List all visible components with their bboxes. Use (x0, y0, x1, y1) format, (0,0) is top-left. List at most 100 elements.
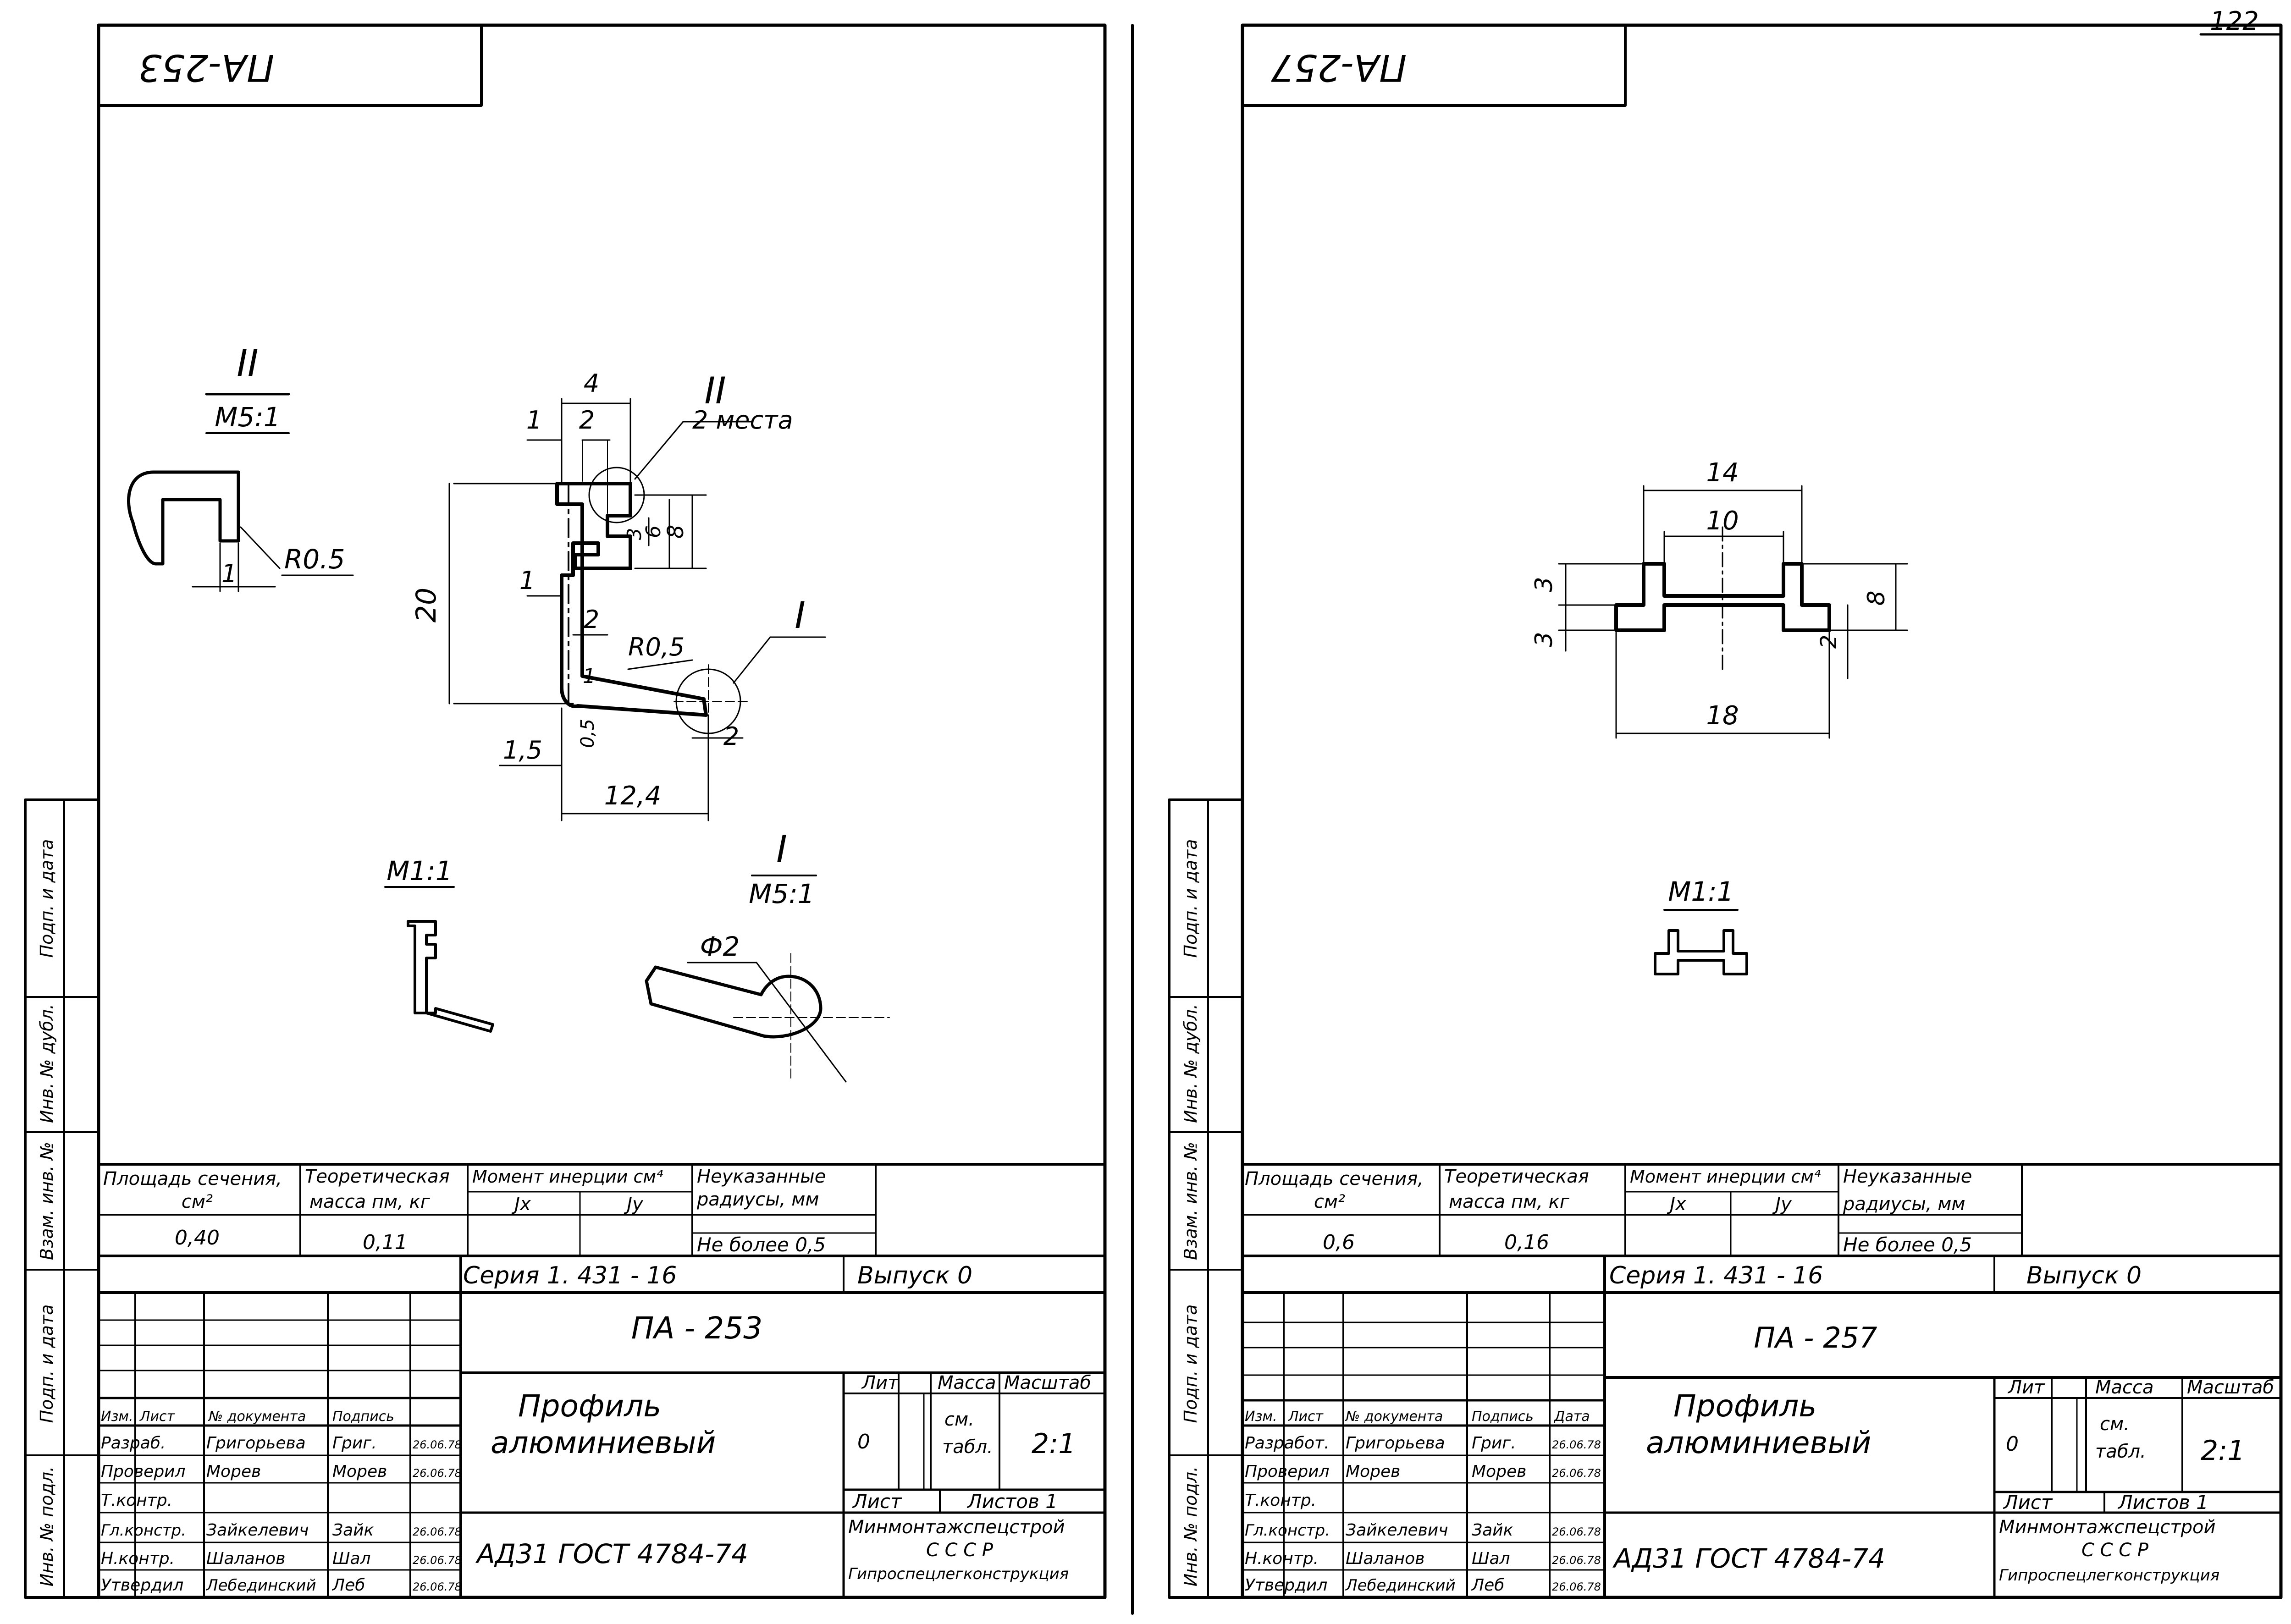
left-row-sign: Шал (332, 1549, 371, 1568)
dim-2: 2 (579, 406, 595, 435)
right-h-area: Площадь сечения, (1245, 1168, 1424, 1189)
left-title-block: Серия 1. 431 - 16 Выпуск 0 ПА - 253 Проф… (97, 1255, 1106, 1599)
right-title-block: Серия 1. 431 - 16 Выпуск 0 ПА - 257 Проф… (1241, 1255, 2282, 1599)
right-side-label-podp-data-1: Подп. и дата (1181, 839, 1201, 958)
left-sign-rows: Разраб. Григорьева Григ. 26.06.78 Провер… (101, 1434, 462, 1595)
left-sheet: ПА-253 Подп. и дата Инв. № дубл. Взам. и… (24, 23, 1107, 1599)
right-sheets: Листов 1 (2117, 1491, 2208, 1514)
dim-8-right: 8 (1863, 590, 1890, 606)
right-col-izm: Изм. (1245, 1409, 1277, 1425)
right-row-date: 26.06.78 (1552, 1438, 1601, 1451)
right-row-date: 26.06.78 (1552, 1467, 1601, 1480)
side-label-podp-data-1: Подп. и дата (37, 839, 57, 958)
left-row-name: Григорьева (206, 1434, 306, 1453)
right-h-radii2: радиусы, мм (1843, 1194, 1965, 1215)
left-row-name: Лебединский (205, 1576, 316, 1595)
right-sheet: Лист (2003, 1491, 2053, 1514)
right-h-mass: Теоретическая (1444, 1166, 1589, 1187)
left-row-date: 26.06.78 (413, 1580, 462, 1593)
right-lit: Лит (2007, 1377, 2045, 1398)
left-lit-val: 0 (857, 1430, 870, 1453)
right-side-label-podp-data-2: Подп. и дата (1181, 1305, 1201, 1423)
left-row-role: Разраб. (101, 1434, 166, 1453)
dim-3b: 3 (1530, 632, 1558, 647)
right-row-name: Шаланов (1346, 1549, 1424, 1568)
left-scale-val: 2:1 (1032, 1428, 1076, 1460)
left-detail-i: I М5:1 Ф2 (645, 828, 890, 1083)
left-series: Серия 1. 431 - 16 (463, 1262, 677, 1289)
right-h-area-unit: см² (1314, 1191, 1345, 1212)
right-side-strip: Подп. и дата Инв. № дубл. Взам. инв. № П… (1168, 798, 1244, 1599)
right-masshtab: Масштаб (2187, 1377, 2274, 1398)
right-row-sign: Морев (1472, 1462, 1526, 1481)
left-row-name: Шаланов (206, 1549, 285, 1568)
right-row-name: Лебединский (1345, 1576, 1456, 1595)
right-row-sign: Зайк (1472, 1521, 1513, 1540)
right-h-jx: Jx (1667, 1194, 1686, 1215)
left-side-strip: Подп. и дата Инв. № дубл. Взам. инв. № П… (24, 798, 100, 1599)
left-h-radii2: радиусы, мм (696, 1189, 819, 1210)
right-v-area: 0,6 (1323, 1231, 1355, 1254)
detail-ii-scale: М5:1 (215, 402, 280, 433)
right-v-radii: Не более 0,5 (1843, 1233, 1972, 1256)
dim-05: 0,5 (577, 719, 598, 748)
dim-3a: 3 (1530, 577, 1558, 592)
right-massa: Масса (2095, 1377, 2154, 1398)
detail-ii-dim: 1 (221, 559, 237, 588)
dim-2c: 2 (723, 722, 739, 751)
side-label-inv-dubl: Инв. № дубл. (37, 1004, 57, 1123)
right-col-doc: № документа (1345, 1409, 1443, 1425)
detail-i-scale: М5:1 (749, 878, 814, 909)
callout-i: I (795, 594, 806, 637)
right-lit-val: 0 (2006, 1432, 2019, 1456)
callout-ii: II (704, 369, 726, 412)
left-row-name: Морев (206, 1462, 261, 1481)
right-massa-val2: табл. (2095, 1441, 2146, 1462)
dim-1: 1 (526, 406, 542, 435)
right-h-jy: Jy (1772, 1194, 1792, 1215)
dim-20: 20 (410, 588, 442, 622)
right-series: Серия 1. 431 - 16 (1609, 1262, 1823, 1289)
left-massa-val2: табл. (942, 1437, 993, 1458)
right-small-scale: М1:1 (1668, 876, 1733, 907)
left-main-profile: II 2 места I 20 4 1 2 (410, 369, 826, 821)
right-org2: С С С Р (2081, 1540, 2149, 1561)
left-h-mass: Теоретическая (305, 1166, 450, 1187)
left-h-area: Площадь сечения, (103, 1168, 282, 1189)
detail-i-title: I (776, 828, 787, 870)
right-properties-table: Площадь сечения, см² Теоретическая масса… (1241, 1163, 2282, 1257)
right-small-profile: М1:1 (1654, 876, 1748, 975)
left-lit: Лит (861, 1372, 899, 1393)
left-row-sign: Григ. (332, 1434, 377, 1453)
left-h-area-unit: см² (182, 1191, 213, 1212)
detail-ii-radius: R0.5 (284, 544, 345, 575)
right-org1: Минмонтажспецстрой (1999, 1517, 2215, 1538)
side-label-inv-podl: Инв. № подл. (37, 1466, 57, 1586)
left-row-name: Зайкелевич (206, 1521, 309, 1540)
left-small-profile: М1:1 (384, 855, 494, 1033)
left-h-jy: Jy (624, 1194, 644, 1215)
left-properties-table: Площадь сечения, см² Теоретическая масса… (97, 1163, 1106, 1257)
dim-8: 8 (663, 525, 689, 539)
detail-i-dim: Ф2 (700, 931, 740, 962)
right-row-sign: Шал (1472, 1549, 1510, 1568)
right-row-role: Утвердил (1245, 1576, 1327, 1595)
right-code: ПА - 257 (1754, 1321, 1877, 1354)
dim-4: 4 (584, 369, 599, 398)
right-side-label-inv-dubl: Инв. № дубл. (1181, 1004, 1201, 1123)
right-material: АД31 ГОСТ 4784-74 (1612, 1543, 1885, 1574)
left-col-doc: № документа (208, 1409, 306, 1425)
right-side-label-vzam-inv: Взам. инв. № (1181, 1142, 1201, 1260)
left-masshtab: Масштаб (1004, 1372, 1091, 1393)
left-col-sign: Подпись (332, 1409, 394, 1425)
detail-ii-title: II (237, 342, 258, 385)
left-h-jx: Jx (511, 1194, 531, 1215)
right-row-date: 26.06.78 (1552, 1554, 1601, 1567)
left-name1: Профиль (518, 1388, 661, 1424)
right-row-role: Разработ. (1245, 1434, 1329, 1453)
dim-124: 12,4 (604, 781, 662, 811)
right-row-sign: Григ. (1472, 1434, 1516, 1453)
dim-r05: R0,5 (628, 633, 685, 661)
dim-15: 1,5 (503, 736, 542, 765)
left-h-radii: Неуказанные (697, 1166, 826, 1187)
